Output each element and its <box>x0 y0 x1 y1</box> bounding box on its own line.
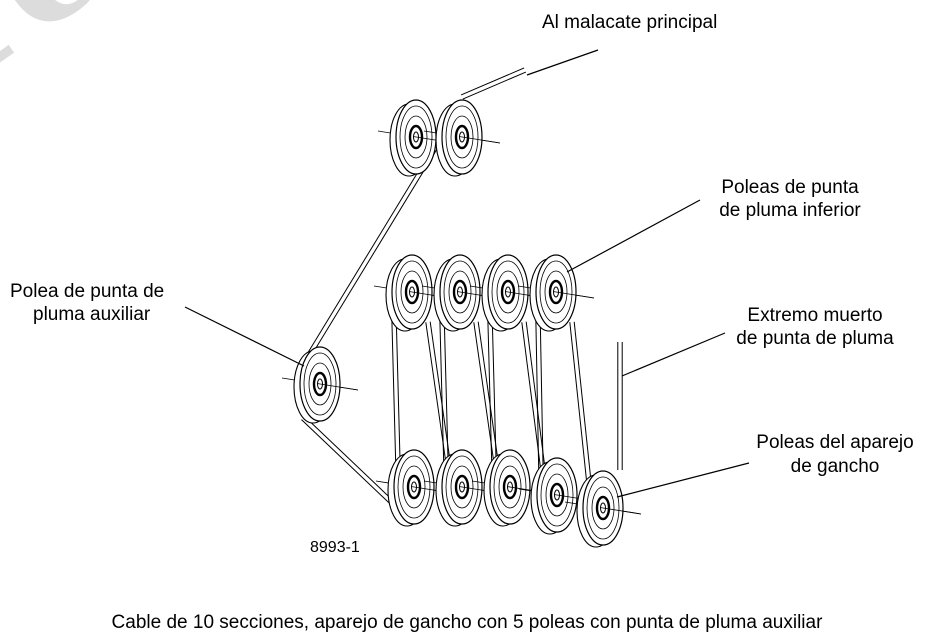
watermark: refe <box>0 0 279 118</box>
sheave-lower-tip-1 <box>373 254 451 332</box>
callout-lower-tip-sheaves <box>566 199 701 273</box>
rope-hook-2-to-tip-2 <box>439 316 449 468</box>
main-winch-label: Al malacate principal <box>542 12 718 33</box>
rope-tip-3-to-hook-4 <box>521 321 546 471</box>
sheave-top-right <box>423 99 501 177</box>
sheave-lower-tip-2 <box>421 254 499 332</box>
callout-main-winch <box>526 49 599 76</box>
sheave-aux-tip <box>281 346 359 424</box>
rope-hook-3-to-tip-3 <box>487 316 497 468</box>
rope-hook-1-to-tip-1 <box>391 316 401 468</box>
hook-block-label-line2: de gancho <box>790 456 880 477</box>
rope-tip-4-to-hook-5 <box>569 321 592 484</box>
rope-tip-2-to-hook-3 <box>473 321 499 463</box>
rope-dead-end <box>617 342 623 470</box>
sheaves-group <box>281 99 642 548</box>
rope-group <box>300 67 623 517</box>
aux-tip-sheave-label-line2: pluma auxiliar <box>33 304 151 325</box>
sheave-hook-block-3 <box>471 449 549 527</box>
callout-dead-end <box>621 332 726 377</box>
sheave-lower-tip-3 <box>469 254 547 332</box>
sheave-hook-block-1 <box>375 449 453 527</box>
rope-to-main-winch <box>460 67 527 100</box>
callout-hook-block <box>616 462 750 498</box>
lower-tip-sheaves-label-line2: de pluma inferior <box>719 200 861 221</box>
sheave-hook-block-5 <box>564 470 642 548</box>
rope-hook-4-to-tip-4 <box>535 316 544 476</box>
sheave-lower-tip-4 <box>517 254 595 332</box>
svg-text:refe: refe <box>0 0 279 118</box>
rope-tip-1-to-hook-2 <box>425 321 451 463</box>
figure-number: 8993-1 <box>310 539 360 556</box>
dead-end-label-line2: de punta de pluma <box>736 328 894 349</box>
sheave-top-left <box>377 99 455 177</box>
dead-end-label-line1: Extremo muerto <box>747 305 883 326</box>
callout-aux-tip-sheave <box>184 306 305 367</box>
rope-top-to-aux <box>300 138 443 367</box>
aux-tip-sheave-label-line1: Polea de punta de <box>10 281 165 302</box>
hook-block-label-line1: Poleas del aparejo <box>756 432 914 453</box>
lower-tip-sheaves-label-line1: Poleas de punta <box>721 177 859 198</box>
figure-caption: Cable de 10 secciones, aparejo de gancho… <box>111 612 823 633</box>
callout-lines <box>184 49 750 498</box>
